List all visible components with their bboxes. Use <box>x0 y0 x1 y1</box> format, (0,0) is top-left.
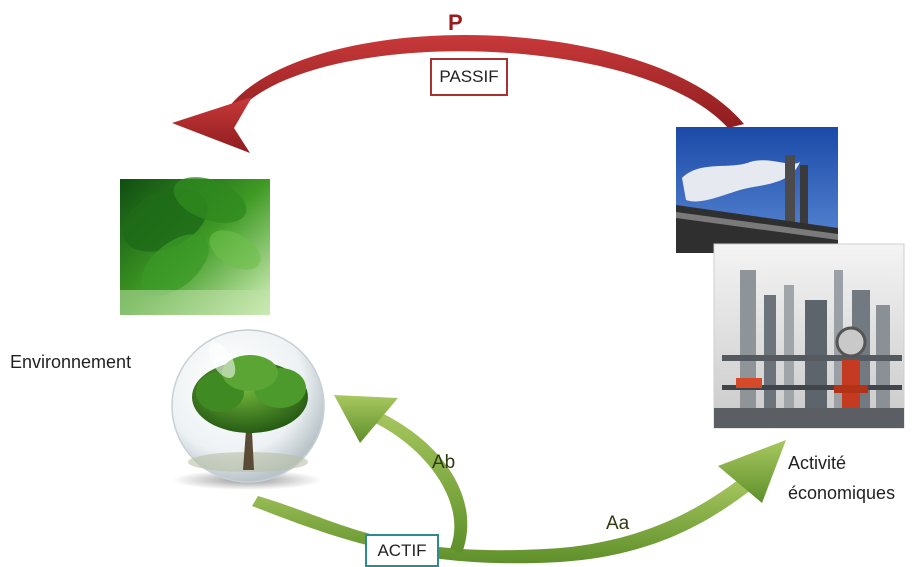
leaves-photo <box>120 177 270 315</box>
active-arrow-aa <box>252 440 786 564</box>
environment-label: Environnement <box>10 352 132 372</box>
passive-arrow <box>172 35 744 153</box>
arrow-ab-label: Ab <box>432 452 456 473</box>
passive-marker-label: P <box>448 10 463 35</box>
passive-label-box: PASSIF <box>430 58 508 96</box>
active-arrow-ab <box>334 395 468 553</box>
active-label-box: ACTIF <box>365 534 439 567</box>
economic-activity-label: Activité économiques <box>788 448 895 508</box>
industrial-plant-photo <box>713 243 905 429</box>
tree-sphere-image <box>171 329 325 490</box>
arrow-aa-label: Aa <box>606 513 630 534</box>
factory-smoke-photo <box>676 127 838 253</box>
economic-activity-line2: économiques <box>788 483 896 503</box>
economic-activity-line1: Activité <box>788 453 847 473</box>
